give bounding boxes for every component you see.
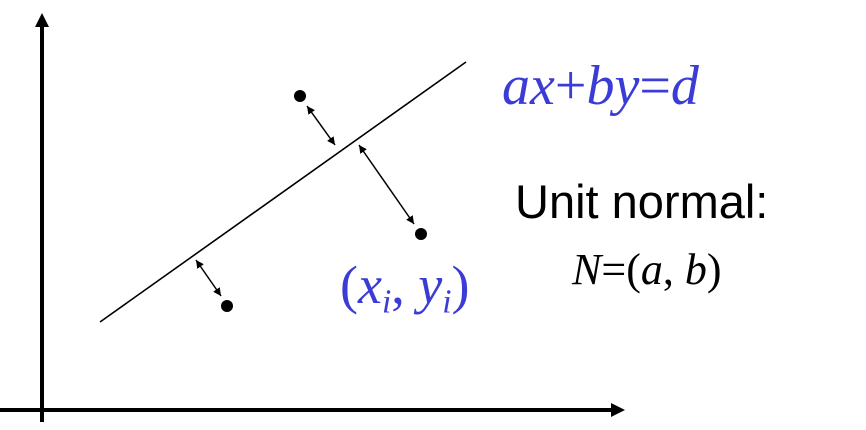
eq-equals: = (639, 55, 671, 117)
eq-plus: + (554, 55, 587, 117)
point-comma: , (391, 255, 419, 315)
data-point (415, 228, 427, 240)
normal-equals: = (601, 245, 627, 294)
unit-normal-title: Unit normal: (515, 175, 769, 228)
eq-y: y (614, 55, 640, 117)
distance-arrow (195, 259, 222, 297)
point-y-subscript: i (442, 283, 452, 321)
normal-open-paren: ( (626, 245, 641, 294)
normal-b: b (684, 245, 707, 294)
point-close-paren: ) (451, 255, 470, 315)
eq-a: a (502, 55, 530, 117)
data-point (294, 90, 306, 102)
eq-x: x (530, 55, 555, 117)
normal-close-paren: ) (706, 245, 722, 294)
point-x-subscript: i (381, 283, 392, 321)
data-point (221, 300, 233, 312)
point-label: (xi, yi) (340, 255, 470, 319)
unit-normal-value: N=(a, b) (572, 248, 722, 292)
line-equation: ax+by=d (502, 58, 699, 114)
point-y: y (418, 255, 443, 315)
normal-a: a (640, 245, 663, 294)
normal-comma: , (662, 245, 685, 294)
normal-symbol: N (572, 245, 602, 294)
fitted-line (99, 61, 467, 323)
point-open-paren: ( (340, 255, 358, 315)
distance-arrow (358, 144, 415, 225)
eq-d: d (670, 55, 699, 117)
distance-arrow (306, 105, 336, 146)
point-x: x (357, 255, 382, 315)
eq-b: b (586, 55, 615, 117)
